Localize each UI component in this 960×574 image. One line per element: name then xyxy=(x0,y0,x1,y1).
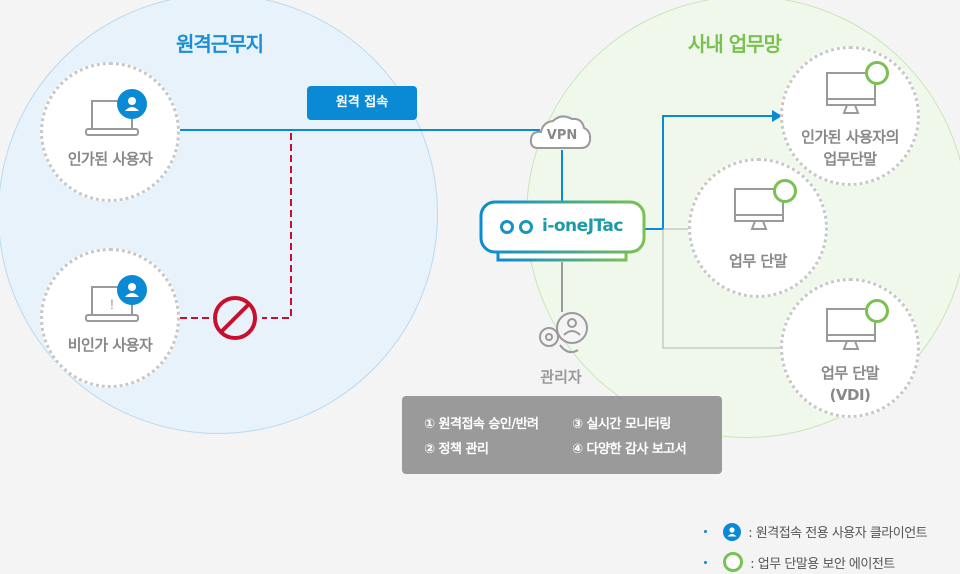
logo-ring-right xyxy=(519,220,533,234)
agent-badge xyxy=(865,299,889,323)
monitor-icon xyxy=(826,308,876,350)
remote-access-label: 원격 접속 xyxy=(307,86,417,120)
unauthorized-user-node[interactable]: ! 비인가 사용자 xyxy=(40,248,180,388)
legend-text: : 원격접속 전용 사용자 클라이언트 xyxy=(748,526,928,541)
bullet-icon xyxy=(704,530,707,533)
work-terminal-node[interactable]: 업무 단말 xyxy=(688,158,828,298)
legend-text: : 업무 단말용 보안 에이전트 xyxy=(750,556,895,572)
monitor-icon xyxy=(734,188,784,230)
admin-gear-icon xyxy=(539,312,588,354)
legend-item-agent: : 업무 단말용 보안 에이전트 xyxy=(704,552,895,572)
terminal-label-line1: 업무 단말 xyxy=(821,364,879,382)
admin-function-item: ② 정책 관리 xyxy=(424,442,489,457)
authorized-user-terminal-node[interactable]: 인가된 사용자의 업무단말 xyxy=(780,46,920,186)
user-client-badge-icon xyxy=(722,522,741,541)
vpn-cloud-icon xyxy=(529,115,592,149)
admin-functions-box: ① 원격접속 승인/반려 ③ 실시간 모니터링 ② 정책 관리 ④ 다양한 감사… xyxy=(402,396,722,474)
vdi-terminal-node[interactable]: 업무 단말 (VDI) xyxy=(780,278,920,418)
unauthorized-user-label: 비인가 사용자 xyxy=(67,336,153,354)
logo-ring-left xyxy=(500,220,514,234)
gateway-to-vdi-line xyxy=(662,229,782,349)
terminal-label-line2: (VDI) xyxy=(829,386,871,404)
authorized-user-label: 인가된 사용자 xyxy=(67,150,153,168)
terminal-label-line1: 인가된 사용자의 xyxy=(801,128,899,146)
bullet-icon xyxy=(704,560,707,564)
authorized-user-node[interactable]: 인가된 사용자 xyxy=(40,62,180,202)
svg-text:!: ! xyxy=(110,296,114,312)
gateway-device xyxy=(479,200,646,262)
admin-label: 관리자 xyxy=(540,368,582,386)
user-client-badge xyxy=(117,89,147,119)
arrow-head-icon xyxy=(772,110,782,122)
gateway-name: i-oneJTac xyxy=(542,216,623,236)
internal-zone-title: 사내 업무망 xyxy=(688,32,782,56)
admin-function-item: ④ 다양한 감사 보고서 xyxy=(572,442,687,457)
terminal-label: 업무 단말 xyxy=(729,252,787,270)
vpn-label: VPN xyxy=(546,128,578,143)
terminal-label-line2: 업무단말 xyxy=(823,150,877,168)
remote-zone-title: 원격근무지 xyxy=(176,32,264,56)
gateway-to-authorized-terminal-line xyxy=(644,115,772,230)
monitor-icon xyxy=(826,72,876,114)
blocked-path-line xyxy=(262,133,292,319)
legend-item-client: : 원격접속 전용 사용자 클라이언트 xyxy=(704,522,928,541)
user-client-badge xyxy=(117,275,147,305)
block-sign-icon xyxy=(213,296,257,340)
agent-badge-icon xyxy=(722,552,743,572)
admin-function-item: ③ 실시간 모니터링 xyxy=(572,417,671,432)
agent-badge xyxy=(865,61,889,85)
admin-function-item: ① 원격접속 승인/반려 xyxy=(424,417,539,432)
agent-badge xyxy=(773,179,797,203)
